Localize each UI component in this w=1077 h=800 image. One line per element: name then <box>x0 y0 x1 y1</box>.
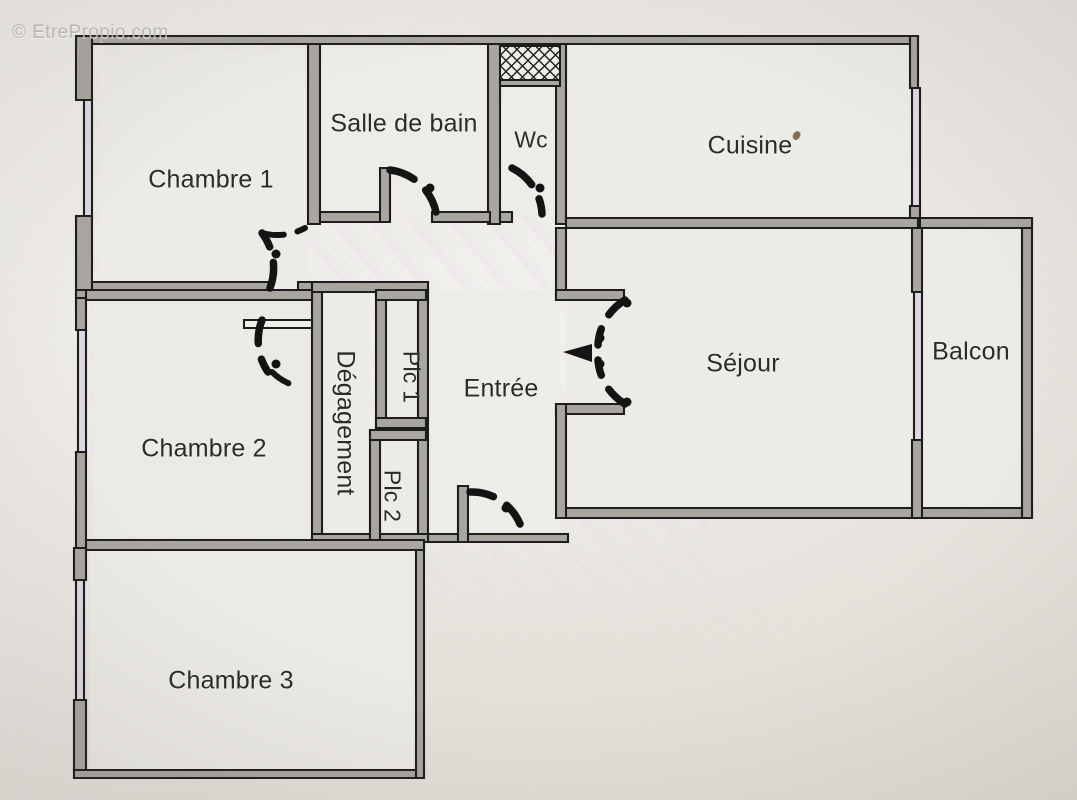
room-label-sejour: Séjour <box>706 349 780 378</box>
room-floor-fills <box>90 44 1032 772</box>
room-label-cuisine: Cuisine <box>707 131 793 160</box>
ventilation-duct-icon <box>499 45 561 81</box>
watermark: © EtrePropio.com <box>12 22 169 43</box>
room-label-chambre3: Chambre 3 <box>168 666 294 695</box>
room-label-chambre2: Chambre 2 <box>141 434 267 463</box>
door-symbols <box>254 164 629 528</box>
door-pivot-dots <box>271 183 632 513</box>
room-label-wc: Wc <box>514 126 548 153</box>
room-label-salle-de-bain: Salle de bain <box>330 109 478 138</box>
room-label-chambre1: Chambre 1 <box>148 165 274 194</box>
room-label-plc2: Plc 2 <box>379 469 406 523</box>
room-label-balcon: Balcon <box>932 337 1010 366</box>
room-label-plc1: Plc 1 <box>398 350 425 404</box>
room-label-entree: Entrée <box>463 374 539 403</box>
double-door-leaf-marker <box>563 344 592 362</box>
room-label-degagement: Dégagement <box>331 350 360 496</box>
closet-door-marks <box>379 300 387 534</box>
